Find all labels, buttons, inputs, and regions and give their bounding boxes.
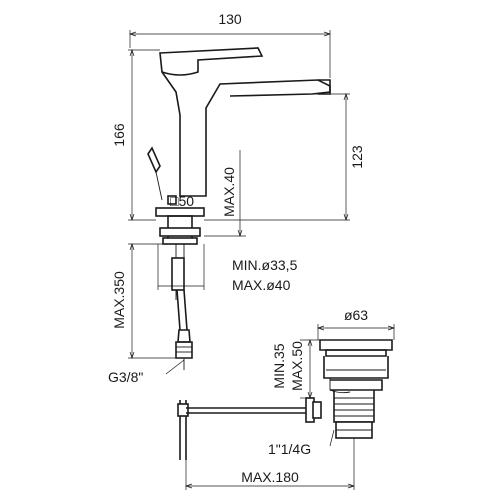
faucet-body — [159, 47, 331, 197]
dimension-lines — [128, 30, 396, 490]
side-handle — [147, 146, 163, 201]
mounting-shank — [159, 215, 201, 258]
dim-width: 130 — [218, 11, 242, 27]
waste-outlet — [319, 339, 393, 439]
dim-hole-max: MAX.ø40 — [232, 277, 291, 293]
dim-max-thickness: MAX.40 — [221, 167, 237, 217]
dim-waste-diameter: ø63 — [344, 307, 368, 323]
dim-hose-thread: G3/8" — [108, 369, 143, 385]
dim-spout-height: 123 — [349, 145, 365, 169]
dim-waste-min: MIN.35 — [271, 343, 287, 388]
dim-hole-min: MIN.ø33,5 — [232, 257, 298, 273]
dim-lever-reach: MAX.180 — [241, 469, 299, 485]
popup-rod — [177, 397, 322, 460]
dim-waste-max: MAX.50 — [289, 341, 305, 391]
threaded-rod — [171, 257, 185, 300]
dim-square-section: □50 — [170, 193, 194, 209]
dim-hose-length: MAX.350 — [111, 271, 127, 329]
dim-waste-thread: 1"1/4G — [268, 441, 311, 457]
flexible-hose — [175, 289, 193, 370]
dim-total-height: 166 — [111, 123, 127, 147]
